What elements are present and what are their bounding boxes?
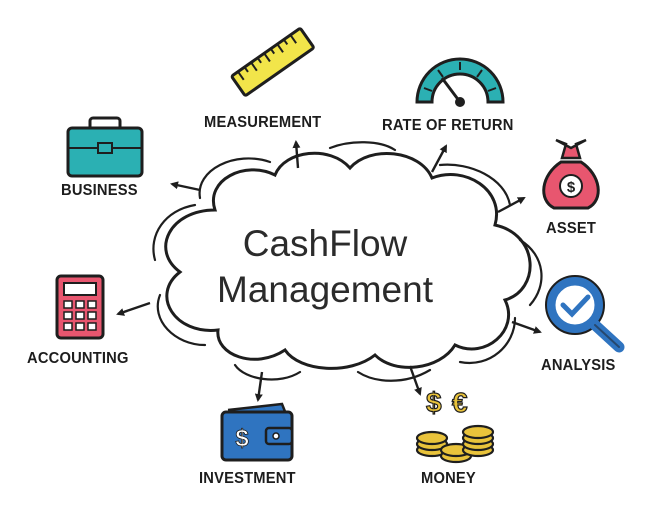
cloud-shape: [152, 141, 543, 382]
money-bag-icon: $: [542, 138, 600, 210]
briefcase-icon: [66, 116, 144, 178]
label-investment: INVESTMENT: [199, 470, 296, 487]
label-analysis: ANALYSIS: [541, 357, 616, 374]
arrow-analysis: [511, 320, 542, 334]
ruler-icon: [230, 27, 315, 97]
label-accounting: ACCOUNTING: [27, 350, 129, 367]
label-rate-of-return: RATE OF RETURN: [382, 117, 514, 134]
svg-text:$: $: [235, 425, 249, 452]
svg-text:$: $: [426, 387, 442, 418]
label-measurement: MEASUREMENT: [204, 114, 322, 131]
label-asset: ASSET: [546, 220, 596, 237]
arrow-money: [408, 365, 422, 396]
center-title-line1: CashFlow: [242, 223, 408, 264]
wallet-icon: $: [220, 402, 294, 462]
coins-icon: $ €: [415, 386, 495, 464]
arrow-asset: [497, 196, 526, 214]
svg-text:$: $: [567, 179, 576, 196]
svg-text:€: €: [452, 387, 468, 418]
arrow-rate-of-return: [430, 144, 448, 173]
center-title-line2: Management: [217, 269, 433, 310]
arrow-business: [170, 181, 201, 192]
magnifier-check-icon: [545, 275, 625, 353]
calculator-icon: [55, 274, 105, 340]
label-business: BUSINESS: [61, 182, 138, 199]
arrow-measurement: [292, 140, 301, 169]
label-money: MONEY: [421, 470, 476, 487]
arrow-investment: [254, 371, 264, 402]
gauge-icon: [415, 57, 505, 107]
arrow-accounting: [116, 301, 151, 316]
